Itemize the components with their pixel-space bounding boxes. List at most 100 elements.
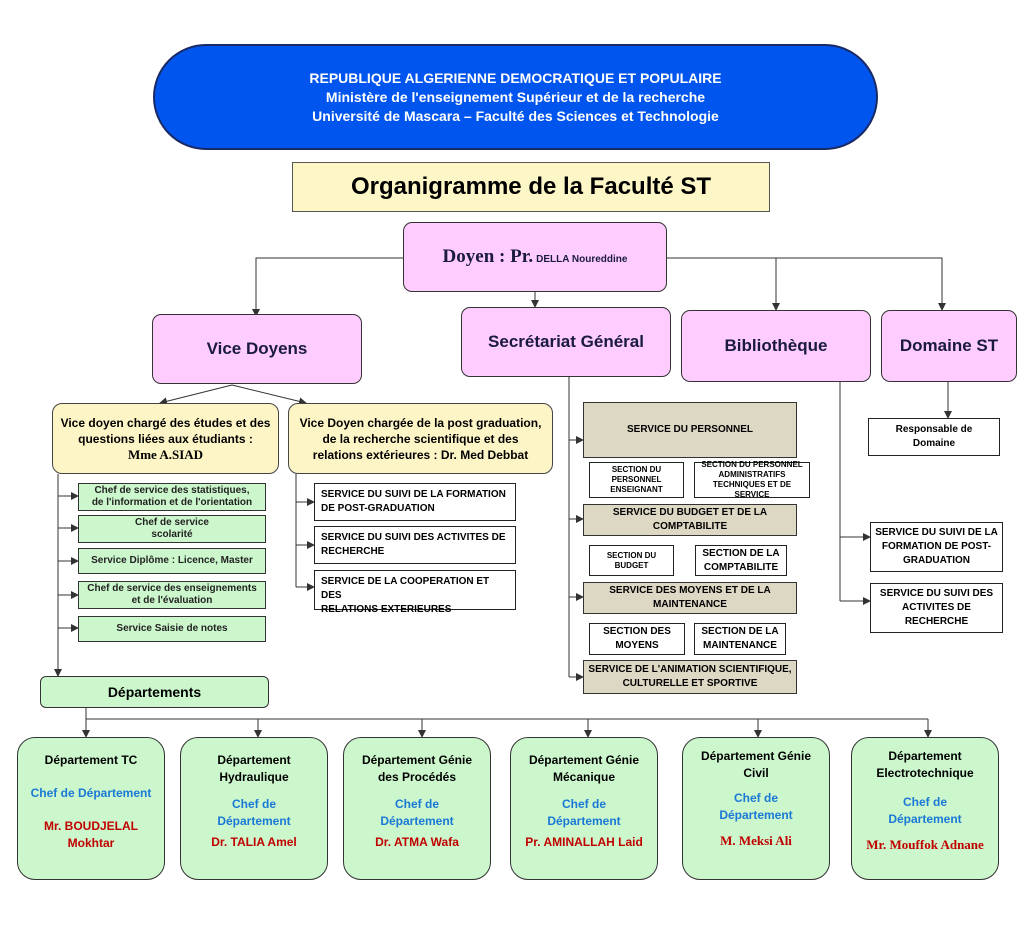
secretariat-box: Secrétariat Général (461, 307, 671, 377)
department-genie-procedes: Département Génie des Procédés Chef de D… (343, 737, 491, 880)
dept-title: Département Génie (700, 749, 812, 763)
service-line: Chef de service des statistiques, (94, 485, 250, 496)
service-line: SERVICE DE L'ANIMATION SCIENTIFIQUE, (588, 664, 792, 675)
dept-title: Electrotechnique (876, 766, 974, 780)
service-line: COMPTABILITE (652, 521, 728, 532)
service-suivi-recherche: SERVICE DU SUIVI DES ACTIVITES DE RECHER… (314, 526, 516, 564)
service-personnel: SERVICE DU PERSONNEL (583, 402, 797, 458)
service-line: FORMATION DE POST- (881, 541, 992, 552)
header-line-2: Ministère de l'enseignement Supérieur et… (325, 88, 706, 105)
vd2-line-2: de la recherche scientifique et des (322, 431, 519, 446)
section-line: MOYENS (615, 640, 659, 651)
dept-head: Mr. BOUDJELAL Mokhtar (44, 818, 138, 852)
dept-head: Dr. ATMA Wafa (375, 835, 459, 849)
section-comptabilite: SECTION DE LA COMPTABILITE (695, 545, 787, 576)
section-line: SECTION DU PERSONNEL (701, 460, 803, 469)
dept-title: Hydraulique (219, 770, 289, 784)
vd2-line-1: Vice Doyen chargée de la post graduation… (299, 415, 542, 430)
service-line: Chef de service des enseignements (87, 583, 257, 594)
dept-title: Département Génie (528, 753, 640, 767)
doyen-label: Doyen : Pr. (442, 246, 534, 267)
service-line: Chef de service (135, 517, 209, 528)
dept-head: M. Meksi Ali (720, 833, 792, 848)
dept-chef: Chef de Département (888, 794, 961, 828)
service-line: RECHERCHE (904, 616, 969, 627)
dept-head: Dr. TALIA Amel (211, 835, 297, 849)
service-scolarite: Chef de service scolarité (78, 515, 266, 543)
service-saisie-notes: Service Saisie de notes (78, 616, 266, 642)
dept-title: Département (217, 753, 291, 767)
department-tc: Département TC Chef de Département Mr. B… (17, 737, 165, 880)
service-line: RECHERCHE (321, 546, 385, 557)
header-line-1: REPUBLIQUE ALGERIENNE DEMOCRATIQUE ET PO… (309, 69, 722, 86)
department-hydraulique: Département Hydraulique Chef de Départem… (180, 737, 328, 880)
service-line: SERVICE DU SUIVI DE LA FORMATION (321, 489, 506, 500)
departements-bar: Départements (40, 676, 269, 708)
vd2-line-3: relations extérieures : Dr. Med Debbat (312, 447, 529, 462)
section-line: SECTION DE LA (702, 547, 780, 559)
service-line: et de l'évaluation (131, 595, 213, 606)
vd1-line-2: questions liées aux étudiants : (78, 431, 253, 446)
section-line: BUDGET (614, 560, 649, 570)
department-genie-civil: Département Génie Civil Chef de Départem… (682, 737, 830, 880)
domaine-box: Domaine ST (881, 310, 1017, 382)
section-maintenance: SECTION DE LA MAINTENANCE (694, 623, 786, 655)
section-budget: SECTION DU BUDGET (589, 545, 674, 576)
dept-title: des Procédés (377, 770, 457, 784)
dept-chef-line: Département (888, 812, 962, 826)
section-line: MAINTENANCE (703, 640, 777, 651)
service-line: SERVICE DES MOYENS ET DE LA (609, 585, 771, 596)
doyen-box: Doyen : Pr. DELLA Noureddine (403, 222, 667, 292)
service-line: SERVICE DU SUIVI DES ACTIVITES DE (321, 532, 506, 543)
dept-chef: Chef de Département (719, 790, 792, 824)
section-line: PERSONNEL (611, 475, 662, 484)
resp-line: Responsable de (895, 424, 973, 435)
vice-doyen-etudes-box: Vice doyen chargé des études et des ques… (52, 403, 279, 474)
section-personnel-administratif: SECTION DU PERSONNEL ADMINISTRATIFS TECH… (694, 460, 810, 499)
service-line: de l'information et de l'orientation (91, 497, 253, 508)
dept-chef-line: Département (380, 814, 454, 828)
service-line: SERVICE DU BUDGET ET DE LA (612, 507, 768, 518)
biblio-service-post-graduation: SERVICE DU SUIVI DE LA FORMATION DE POST… (870, 522, 1003, 572)
dept-title: Mécanique (552, 770, 615, 784)
dept-chef-line: Chef de (231, 797, 276, 811)
dept-chef-line: Chef de (902, 795, 947, 809)
service-line: RELATIONS EXTERIEURES (321, 604, 452, 615)
vice-doyens-box: Vice Doyens (152, 314, 362, 384)
service-line: CULTURELLE ET SPORTIVE (622, 678, 758, 689)
service-line: Service Saisie de notes (116, 623, 228, 634)
dept-head: Pr. AMINALLAH Laid (525, 835, 643, 849)
vice-doyen-recherche-box: Vice Doyen chargée de la post graduation… (288, 403, 553, 474)
service-line: GRADUATION (902, 555, 971, 566)
service-line: Service Diplôme : Licence, Master (91, 555, 253, 566)
service-suivi-post-graduation: SERVICE DU SUIVI DE LA FORMATION DE POST… (314, 483, 516, 521)
service-line: SERVICE DU SUIVI DE LA (875, 527, 998, 538)
service-line: SERVICE DU SUIVI DES (879, 588, 994, 599)
dept-head-line: Mr. BOUDJELAL (43, 819, 138, 833)
dept-head-line: Mokhtar (67, 836, 115, 850)
service-line: ACTIVITES DE (902, 602, 971, 613)
dept-chef-line: Chef de (394, 797, 439, 811)
bibliotheque-box: Bibliothèque (681, 310, 871, 382)
dept-chef: Chef de Département (217, 796, 290, 830)
section-line: SECTION DU (611, 465, 662, 474)
section-personnel-enseignant: SECTION DU PERSONNEL ENSEIGNANT (589, 462, 684, 498)
dept-title: Département (888, 749, 962, 763)
dept-chef: Chef de Département (30, 786, 152, 800)
resp-line: Domaine (912, 438, 956, 449)
section-line: SECTION DU (606, 550, 657, 560)
section-line: TECHNIQUES ET DE SERVICE (712, 480, 792, 499)
section-line: ENSEIGNANT (610, 485, 663, 494)
service-statistiques: Chef de service des statistiques, de l'i… (78, 483, 266, 511)
service-moyens: SERVICE DES MOYENS ET DE LA MAINTENANCE (583, 582, 797, 614)
dept-head: Mr. Mouffok Adnane (866, 837, 984, 852)
dept-chef: Chef de Département (380, 796, 453, 830)
service-animation: SERVICE DE L'ANIMATION SCIENTIFIQUE, CUL… (583, 660, 797, 694)
service-enseignements: Chef de service des enseignements et de … (78, 581, 266, 609)
department-electrotechnique: Département Electrotechnique Chef de Dép… (851, 737, 999, 880)
section-line: COMPTABILITE (703, 561, 779, 573)
header-line-3: Université de Mascara – Faculté des Scie… (312, 107, 719, 124)
dept-title: Civil (743, 766, 769, 780)
service-line: DE POST-GRADUATION (321, 503, 435, 514)
